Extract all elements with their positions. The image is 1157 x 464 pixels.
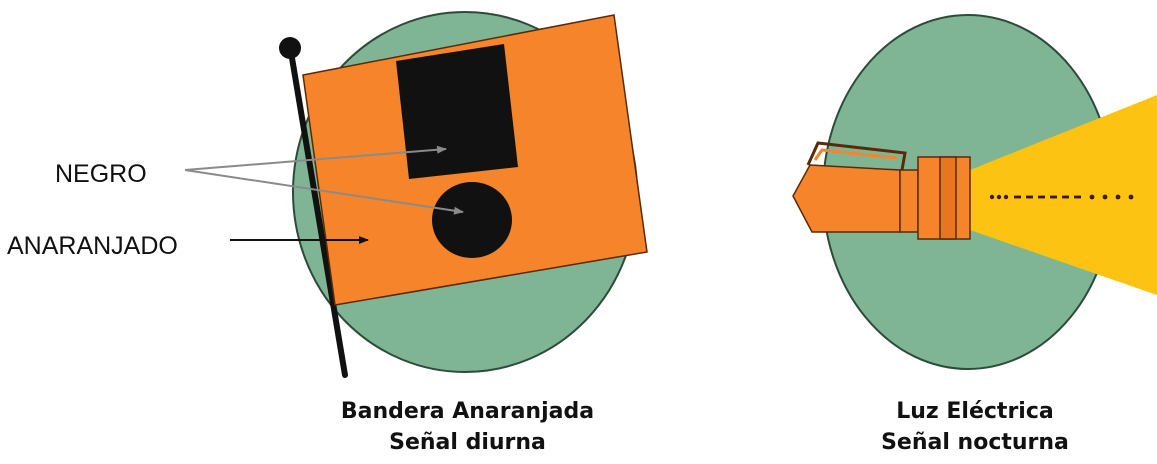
flag-pole-knob bbox=[279, 37, 301, 59]
flashlight-body bbox=[793, 165, 900, 232]
day-signal-title: Bandera Anaranjada bbox=[300, 396, 635, 427]
black-square bbox=[396, 44, 518, 179]
flashlight-band bbox=[940, 157, 956, 239]
label-anaranjado: ANARANJADO bbox=[7, 232, 178, 261]
night-signal-illustration bbox=[793, 15, 1157, 369]
night-signal-title: Luz Eléctrica bbox=[835, 396, 1115, 427]
night-signal-subtitle: Señal nocturna bbox=[835, 427, 1115, 458]
night-signal-caption: Luz Eléctrica Señal nocturna bbox=[835, 396, 1115, 458]
black-circle bbox=[432, 182, 512, 258]
day-signal-caption: Bandera Anaranjada Señal diurna bbox=[300, 396, 635, 458]
flashlight-neck bbox=[900, 170, 918, 232]
day-signal-subtitle: Señal diurna bbox=[300, 427, 635, 458]
label-negro: NEGRO bbox=[55, 160, 147, 189]
